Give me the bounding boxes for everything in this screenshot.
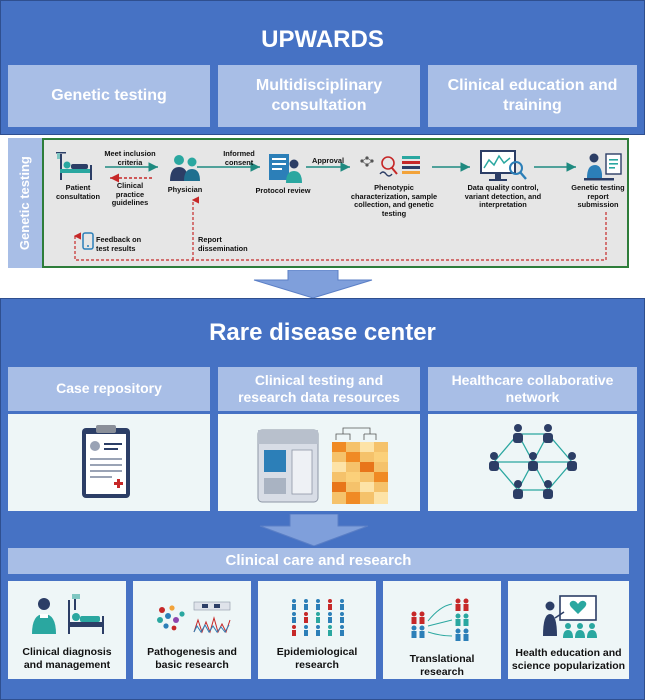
heatmap-grid xyxy=(332,427,388,504)
label-clinical-practice-guidelines: Clinical practice guidelines xyxy=(111,181,149,208)
care-caption-pathogenesis: Pathogenesis and basic research xyxy=(147,646,237,672)
feedback-phone-icon xyxy=(82,232,94,250)
upwards-title: UPWARDS xyxy=(261,26,384,53)
label-patient-consultation: Patient consultation xyxy=(56,183,100,201)
down-arrow-to-center xyxy=(253,270,373,298)
care-caption-translational: Translational research xyxy=(409,653,475,679)
physician-icon xyxy=(170,155,200,181)
pillar-genetic-testing: Genetic testing xyxy=(8,65,210,127)
doctor-patient-icon xyxy=(32,594,104,634)
translational-people-icon xyxy=(411,598,469,641)
patient-bed-icon xyxy=(56,152,92,180)
down-arrow-to-care xyxy=(259,514,369,546)
clinical-care-research-bar: Clinical care and research xyxy=(8,548,629,574)
label-data-quality-control: Data quality control, variant detection,… xyxy=(464,183,542,210)
care-caption-epidemiological: Epidemiological research xyxy=(276,646,358,672)
population-grid xyxy=(292,599,344,636)
cells-gel-icon xyxy=(157,601,231,634)
label-report-submission: Genetic testing report submission xyxy=(571,183,625,210)
care-caption-health-education: Health education and science popularizat… xyxy=(511,647,626,673)
pillar-multidisciplinary-consultation: Multidisciplinary consultation xyxy=(218,65,420,127)
label-protocol-review: Protocol review xyxy=(255,186,311,195)
report-submission-icon xyxy=(584,153,622,181)
care-card-translational xyxy=(383,581,501,679)
dna-sample-icon xyxy=(360,156,420,177)
resource-case-repository: Case repository xyxy=(8,367,210,411)
genetic-testing-flow-box xyxy=(42,138,629,268)
clipboard-icon xyxy=(82,425,130,498)
flow-connectors xyxy=(73,162,607,261)
network-people-icon xyxy=(489,424,577,499)
resource-healthcare-network: Healthcare collaborative network xyxy=(428,367,637,411)
care-caption-clinical-diagnosis: Clinical diagnosis and management xyxy=(22,646,112,672)
pillar-clinical-education: Clinical education and training xyxy=(428,65,637,127)
label-report-dissemination: Report dissemination xyxy=(198,235,248,253)
label-meet-inclusion-criteria: Meet inclusion criteria xyxy=(104,149,156,167)
label-approval: Approval xyxy=(311,156,345,165)
data-analysis-monitor-icon xyxy=(480,150,527,181)
label-informed-consent: Informed consent xyxy=(223,149,255,167)
presentation-heart-icon xyxy=(543,595,597,638)
rare-disease-center-title: Rare disease center xyxy=(209,319,436,346)
sequencer-heatmap-icon xyxy=(257,427,388,504)
genetic-testing-side-tab: Genetic testing xyxy=(8,138,42,268)
label-physician: Physician xyxy=(167,185,203,194)
care-card-clinical-diagnosis xyxy=(8,581,126,679)
label-feedback-on-test-results: Feedback on test results xyxy=(96,235,142,253)
label-phenotypic-characterization: Phenotypic characterization, sample coll… xyxy=(350,183,438,218)
feedback-dashed-loop xyxy=(73,212,607,261)
care-card-pathogenesis xyxy=(133,581,251,679)
population-icon xyxy=(292,599,344,636)
protocol-review-icon xyxy=(269,154,302,183)
resource-clinical-testing-data: Clinical testing and research data resou… xyxy=(218,367,420,411)
